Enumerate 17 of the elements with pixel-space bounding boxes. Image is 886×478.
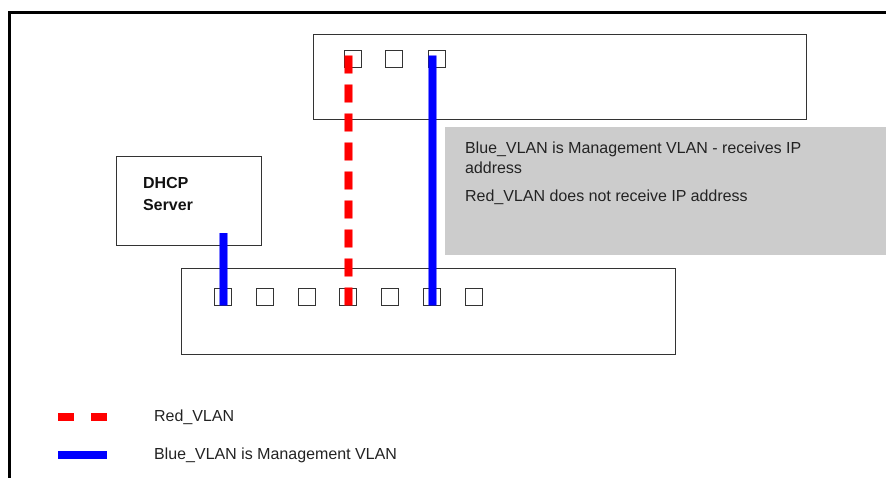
port-box: [385, 50, 403, 68]
port-box: [381, 288, 399, 306]
server-box: [116, 156, 262, 246]
port-box: [256, 288, 274, 306]
port-box: [298, 288, 316, 306]
note-box: [445, 127, 886, 255]
vlan-link: [220, 233, 228, 306]
switch-box: [181, 268, 676, 355]
port-box: [465, 288, 483, 306]
legend-label: Blue_VLAN is Management VLAN: [154, 445, 397, 465]
vlan-link: [344, 56, 352, 306]
note-text: Red_VLAN does not receive IP address: [465, 187, 749, 207]
note-text: Blue_VLAN is Management VLAN - receives IP address: [465, 139, 802, 179]
legend-label: Red_VLAN: [154, 407, 234, 427]
switch-box: [313, 34, 807, 120]
server-label: DHCP Server: [143, 174, 194, 216]
vlan-link: [428, 56, 436, 306]
